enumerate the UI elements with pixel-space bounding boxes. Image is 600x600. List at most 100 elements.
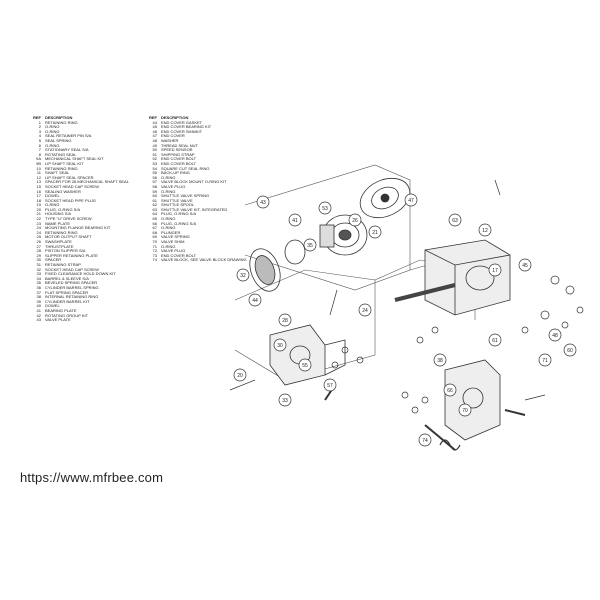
part-ref: 47 (152, 133, 157, 139)
callout-label: 61 (492, 338, 498, 344)
callout-label: 47 (408, 198, 414, 204)
part-ref: 5 (38, 137, 41, 143)
callout-label: 38 (437, 358, 443, 364)
part-ref: 6 (38, 142, 41, 148)
part-description: THRUSTPLATE (45, 243, 74, 249)
part-row: 6 O-RING (27, 142, 187, 149)
part-description: SHUTTLE SPOOL (161, 202, 195, 208)
part-ref: 56 (152, 174, 157, 180)
callout-label: 33 (282, 398, 288, 404)
callout-label: 60 (567, 348, 573, 354)
parts-list-header: REF DESCRIPTION (143, 115, 293, 121)
part-description: PLUG, O-RING S/A (161, 211, 197, 217)
part-ref: 52 (152, 156, 157, 162)
part-ref: 43 (36, 317, 41, 323)
callout-label: 48 (552, 333, 558, 339)
part-description: O-RING (45, 142, 60, 148)
part-description: PLUG, O-RING S/A (161, 220, 197, 226)
ref-column-header: REF (149, 115, 157, 120)
part-row: 48 WASHER (143, 137, 293, 144)
part-description: SHUTTLE VALVE (161, 197, 193, 203)
part-description: VALVE BLOCK MOUNT O-RING KIT (161, 179, 227, 185)
part-ref: 15 (36, 183, 41, 189)
callout-bubble: 28 (278, 313, 292, 327)
part-ref: 19 (36, 202, 41, 208)
part-ref: 1 (38, 119, 41, 125)
part-description: VALVE SHIM (161, 239, 185, 245)
callout-label: 17 (492, 268, 498, 274)
callout-label: 43 (260, 200, 266, 206)
part-description: O-RING (161, 243, 176, 249)
callout-bubble: 61 (488, 333, 502, 347)
part-description: SPEED SENSOR (161, 147, 193, 153)
part-description: SOCKET HEAD CAP SCREW (45, 266, 99, 272)
part-description: O-RING (45, 128, 60, 134)
callout-bubble: 66 (443, 383, 457, 397)
part-description: DOWEL (45, 303, 60, 309)
callout-bubble: 30 (273, 338, 287, 352)
callout-bubble: 48 (548, 328, 562, 342)
callout-bubble: 74 (418, 433, 432, 447)
part-description: SOCKET HEAD CAP SCREW (45, 183, 99, 189)
part-ref: 17 (36, 193, 41, 199)
part-row: 19 O-RING (27, 203, 187, 208)
part-ref: 7 (38, 147, 41, 153)
cylinder-barrel-part (319, 214, 368, 256)
part-ref: 60 (152, 193, 157, 199)
part-row: 49 THREAD SEAL NUT (143, 142, 293, 149)
callout-bubble: 41 (288, 213, 302, 227)
part-ref: 72 (152, 248, 157, 254)
part-description: ROTATING SEAL (45, 151, 77, 157)
part-description: WASHER (161, 137, 179, 143)
part-ref: 65 (152, 216, 157, 222)
callout-label: 28 (282, 318, 288, 324)
part-ref: 39 (36, 298, 41, 304)
part-description: LIP SHAFT SEAL SPACER (45, 174, 94, 180)
part-description: SEALING WASHER (45, 188, 81, 194)
part-ref: 58 (152, 183, 157, 189)
part-description: O-RING (161, 188, 176, 194)
part-description: THREAD SEAL NUT (161, 142, 198, 148)
part-ref: 4 (38, 133, 41, 139)
callout-bubble: 63 (448, 213, 462, 227)
part-description: RETAINING STRAP (45, 262, 81, 267)
part-description: INTERNAL RETAINING RING (45, 294, 99, 300)
part-description: O-RING (45, 202, 60, 208)
part-ref: 49 (152, 142, 157, 148)
part-description: END COVER GASKET (161, 119, 203, 125)
part-ref: 13 (36, 179, 41, 185)
part-ref: 48 (152, 137, 157, 143)
part-ref: 71 (152, 243, 157, 249)
callout-label: 24 (362, 308, 368, 314)
